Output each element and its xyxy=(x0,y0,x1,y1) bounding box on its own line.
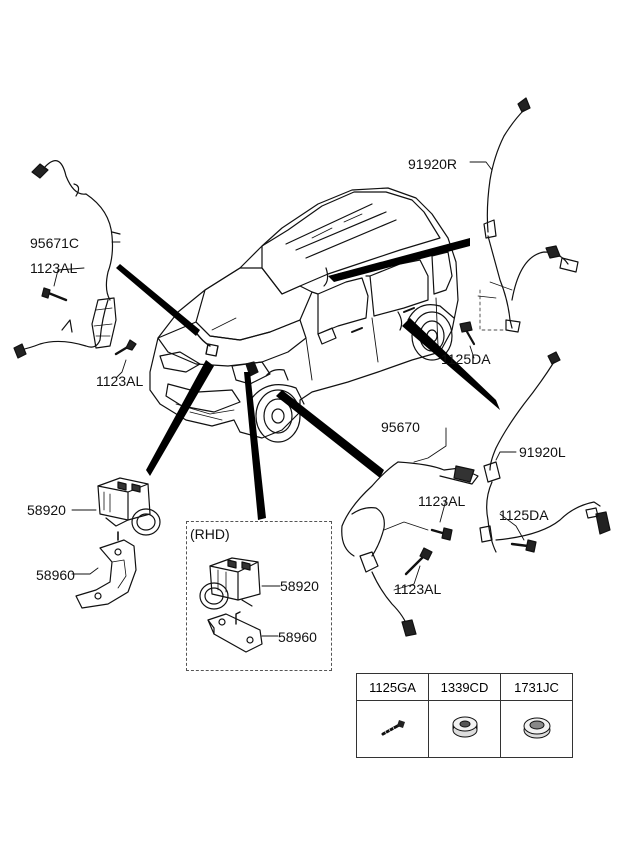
label-1123al-right-top: 1123AL xyxy=(418,493,466,509)
table-cell xyxy=(428,700,501,758)
left-front-sensor-cable xyxy=(13,160,137,359)
label-1123al-left-top: 1123AL xyxy=(30,260,78,276)
grommet-icon xyxy=(523,717,550,738)
bolt-icon xyxy=(381,719,405,735)
leader-wedges xyxy=(116,238,500,520)
label-95670: 95670 xyxy=(381,419,420,435)
nut-icon xyxy=(452,716,477,737)
table-header: 1125GA xyxy=(356,673,429,701)
bracket-main xyxy=(75,531,137,609)
label-leaders xyxy=(53,161,525,637)
bracket-rhd xyxy=(207,611,263,653)
table-cell xyxy=(500,700,573,758)
hecu-unit-rhd xyxy=(199,557,261,610)
rear-right-sensor xyxy=(459,97,579,346)
label-91920r: 91920R xyxy=(408,156,458,172)
front-left-sensor xyxy=(479,351,611,553)
label-91920l: 91920L xyxy=(519,444,566,460)
table-cell xyxy=(356,700,429,758)
label-58960-rhd: 58960 xyxy=(278,629,317,645)
car-illustration xyxy=(149,187,459,443)
label-95671c: 95671C xyxy=(30,235,80,251)
label-1125da-front: 1125DA xyxy=(499,507,549,523)
label-1125da-rear: 1125DA xyxy=(441,351,491,367)
label-1123al-left-bottom: 1123AL xyxy=(96,373,144,389)
rhd-variant-box xyxy=(186,521,332,671)
label-1123al-right-bottom: 1123AL xyxy=(394,581,442,597)
front-right-sensor-cable xyxy=(341,461,479,637)
label-rhd-title: (RHD) xyxy=(190,526,230,542)
table-header: 1339CD xyxy=(428,673,501,701)
table-row xyxy=(356,700,573,758)
label-58920-main: 58920 xyxy=(27,502,66,518)
common-parts-table: 1125GA 1339CD 1731JC xyxy=(356,673,573,758)
label-58960-main: 58960 xyxy=(36,567,75,583)
hecu-unit-main xyxy=(97,477,161,536)
label-58920-rhd: 58920 xyxy=(280,578,319,594)
table-header: 1731JC xyxy=(500,673,573,701)
table-header-row: 1125GA 1339CD 1731JC xyxy=(356,673,573,701)
